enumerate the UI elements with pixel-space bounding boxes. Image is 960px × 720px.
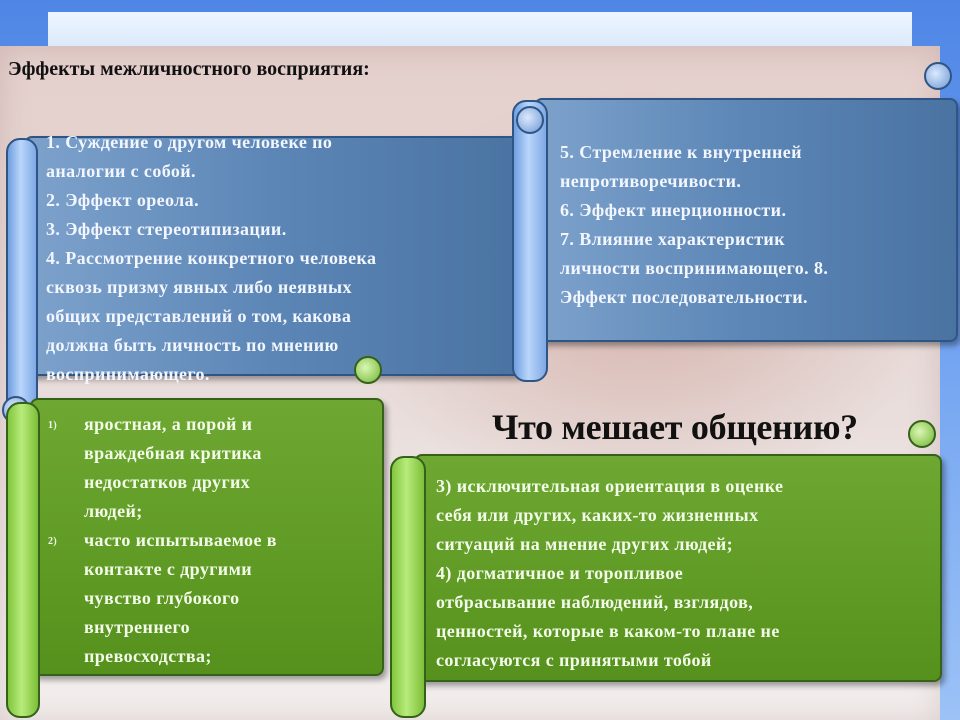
scroll-top-right-roll: [512, 100, 548, 382]
text-line: часто испытываемое в: [84, 530, 277, 550]
subtitle: Что мешает общению?: [492, 407, 858, 447]
text-line: личности воспринимающего. 8.: [560, 258, 829, 278]
scroll-curl-icon: [516, 106, 544, 134]
text-line: недостатков других: [84, 472, 251, 492]
box-bottom-right-text: 3) исключительная ориентация в оценке се…: [436, 472, 932, 675]
text-line: воспринимающего.: [46, 364, 210, 384]
text-line: 1. Суждение о другом человеке по: [46, 132, 333, 152]
scroll-bottom-right: [414, 454, 942, 682]
text-line: 5. Стремление к внутренней: [560, 142, 802, 162]
list-item: 1) яростная, а порой и враждебная критик…: [48, 410, 368, 526]
list-item: 2) часто испытываемое в контакте с други…: [48, 526, 368, 671]
text-line: внутреннего: [84, 617, 191, 637]
scroll-top-right: [534, 98, 958, 342]
text-line: контакте с другими: [84, 559, 253, 579]
scroll-curl-icon: [908, 420, 936, 448]
text-line: 2. Эффект ореола.: [46, 190, 199, 210]
text-line: 3. Эффект стереотипизации.: [46, 219, 287, 239]
text-line: 3) исключительная ориентация в оценке: [436, 476, 784, 496]
scroll-top-left-roll: [6, 138, 38, 430]
text-line: чувство глубокого: [84, 588, 240, 608]
text-line: превосходства;: [84, 646, 212, 666]
top-band: [48, 12, 912, 52]
text-line: Эффект последовательности.: [560, 287, 808, 307]
list-marker: 2): [48, 536, 58, 547]
text-line: себя или других, каких-то жизненных: [436, 505, 759, 525]
scroll-curl-icon: [924, 62, 952, 90]
text-line: должна быть личность по мнению: [46, 335, 339, 355]
text-line: 4) догматичное и торопливое: [436, 563, 684, 583]
scroll-bottom-left: [30, 398, 384, 676]
text-line: отбрасывание наблюдений, взглядов,: [436, 592, 754, 612]
scroll-bottom-left-roll: [6, 402, 40, 718]
text-line: согласуются с принятыми тобой: [436, 650, 712, 670]
text-line: людей;: [84, 501, 143, 521]
box-top-right-text: 5. Стремление к внутренней непротиворечи…: [560, 138, 930, 312]
text-line: ценностей, которые в каком-то плане не: [436, 621, 780, 641]
text-line: сквозь призму явных либо неявных: [46, 277, 352, 297]
text-line: 7. Влияние характеристик: [560, 229, 785, 249]
scroll-curl-icon: [354, 356, 382, 384]
text-line: 4. Рассмотрение конкретного человека: [46, 248, 377, 268]
box-bottom-left-text: 1) яростная, а порой и враждебная критик…: [48, 410, 368, 671]
text-line: ситуаций на мнение других людей;: [436, 534, 734, 554]
slide-title: Эффекты межличностного восприятия:: [8, 58, 370, 80]
scroll-bottom-right-roll: [390, 456, 426, 718]
text-line: непротиворечивости.: [560, 171, 742, 191]
text-line: аналогии с собой.: [46, 161, 196, 181]
text-line: яростная, а порой и: [84, 414, 253, 434]
text-line: общих представлений о том, какова: [46, 306, 352, 326]
text-line: 6. Эффект инерционности.: [560, 200, 787, 220]
box-top-left-text: 1. Суждение о другом человеке по аналоги…: [46, 128, 506, 389]
list-marker: 1): [48, 420, 58, 431]
text-line: враждебная критика: [84, 443, 262, 463]
